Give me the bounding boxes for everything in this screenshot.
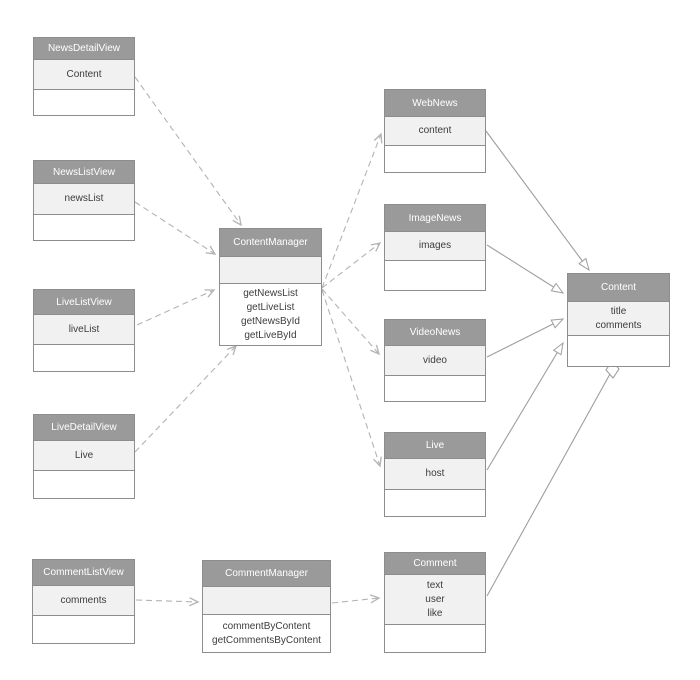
class-box-newsdetailview: NewsDetailView Content [33,37,135,116]
edge-webnews-content [485,130,590,272]
class-methods-livedetailview [34,471,134,498]
class-title-newsdetailview: NewsDetailView [34,38,134,60]
class-attributes-livedetailview: Live [34,441,134,471]
class-methods-newsdetailview [34,90,134,115]
class-box-commentmanager: CommentManager commentByContent getComme… [202,560,331,653]
class-box-livelistview: LiveListView liveList [33,289,135,372]
class-attributes-videonews: video [385,346,485,376]
class-box-webnews: WebNews content [384,89,486,173]
class-box-livedetailview: LiveDetailView Live [33,414,135,499]
class-title-comment: Comment [385,553,485,575]
edge-commentmanager-comment [331,594,381,604]
class-methods-commentlistview [33,616,134,643]
edge-videonews-content [486,318,565,358]
class-attributes-livelistview: liveList [34,315,134,345]
class-title-videonews: VideoNews [385,320,485,346]
edge-commentlistview-commentmanager [135,597,200,607]
edge-contentmanager-webnews [321,132,383,289]
class-title-contentmanager: ContentManager [220,229,321,257]
class-attributes-imagenews: images [385,232,485,261]
edge-newsdetailview-contentmanager [134,76,242,227]
class-box-commentlistview: CommentListView comments [32,559,135,644]
class-methods-imagenews [385,261,485,290]
class-methods-live [385,490,485,516]
class-title-imagenews: ImageNews [385,205,485,232]
class-title-webnews: WebNews [385,90,485,117]
class-attributes-contentmanager [220,257,321,284]
edge-livelistview-contentmanager [136,289,216,326]
class-attributes-commentmanager [203,587,330,615]
class-attributes-newslistview: newsList [34,184,134,215]
class-title-live: Live [385,433,485,459]
class-methods-comment [385,625,485,652]
class-title-commentmanager: CommentManager [203,561,330,587]
class-box-comment: Comment text user like [384,552,486,653]
class-methods-commentmanager: commentByContent getCommentsByContent [203,615,330,652]
class-title-commentlistview: CommentListView [33,560,134,586]
edge-contentmanager-imagenews [321,242,382,289]
edge-comment-content [486,373,611,597]
edge-imagenews-content [486,244,565,294]
class-attributes-live: host [385,459,485,490]
class-methods-contentmanager: getNewsList getLiveList getNewsById getL… [220,284,321,345]
class-box-videonews: VideoNews video [384,319,486,402]
edge-newslistview-contentmanager [134,201,217,255]
class-attributes-commentlistview: comments [33,586,134,616]
class-box-content: Content title comments [567,273,670,367]
class-methods-videonews [385,376,485,401]
class-methods-webnews [385,146,485,172]
class-methods-content [568,336,669,366]
class-title-livelistview: LiveListView [34,290,134,315]
class-attributes-newsdetailview: Content [34,60,134,90]
class-attributes-comment: text user like [385,575,485,625]
edge-contentmanager-videonews [321,288,381,356]
class-attributes-content: title comments [568,302,669,336]
class-methods-newslistview [34,215,134,240]
class-box-newslistview: NewsListView newsList [33,160,135,241]
class-box-live: Live host [384,432,486,517]
class-title-content: Content [568,274,669,302]
class-box-imagenews: ImageNews images [384,204,486,291]
class-methods-livelistview [34,345,134,371]
class-box-contentmanager: ContentManager getNewsList getLiveList g… [219,228,322,346]
class-title-livedetailview: LiveDetailView [34,415,134,441]
edge-livedetailview-contentmanager [134,344,238,453]
edge-contentmanager-live [321,289,382,468]
class-title-newslistview: NewsListView [34,161,134,184]
edge-live-content [486,341,564,471]
class-attributes-webnews: content [385,117,485,146]
